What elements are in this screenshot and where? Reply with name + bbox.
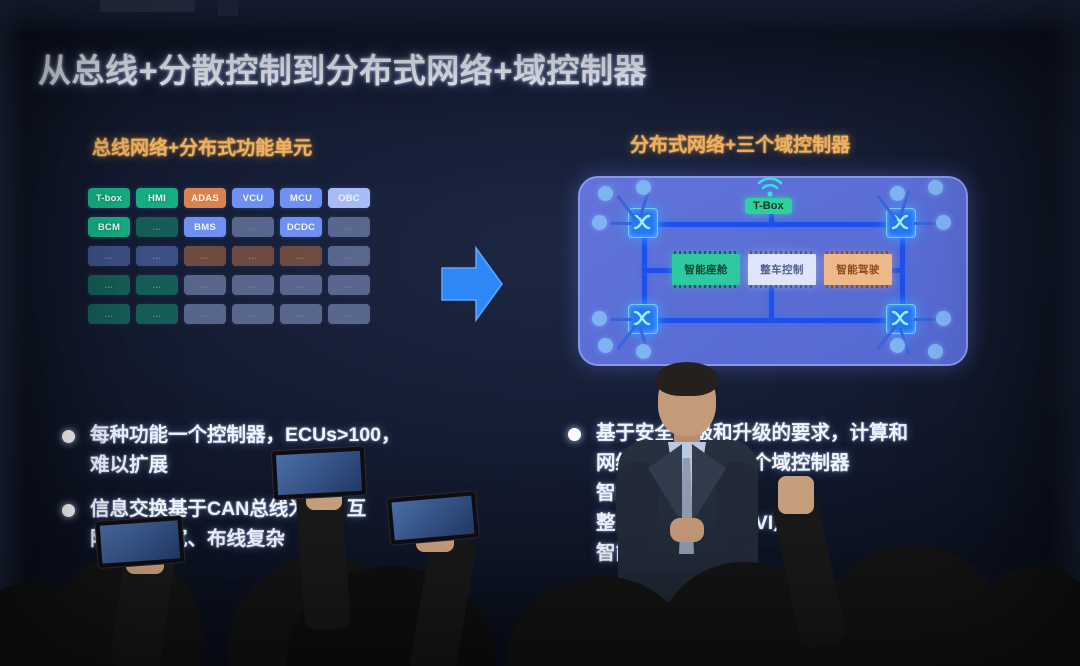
- speaker-hair: [656, 362, 718, 396]
- ecu-cell-placeholder[interactable]: …: [328, 217, 370, 237]
- tbox-gateway[interactable]: T-Box: [745, 198, 792, 214]
- bullet-line: 阵，低带宽、布线复杂: [90, 528, 286, 550]
- endpoint-node: [636, 344, 651, 359]
- ecu-cell-placeholder[interactable]: …: [280, 246, 322, 266]
- ecu-cell-placeholder[interactable]: …: [232, 217, 274, 237]
- wifi-icon: [756, 176, 784, 203]
- right-section-title: 分布式网络+三个域控制器: [630, 135, 851, 156]
- huawei-flower-logo: [862, 606, 914, 650]
- ecu-grid-row: … … … … … …: [88, 275, 370, 295]
- ecu-cell-vcu[interactable]: VCU: [232, 188, 274, 208]
- bullet-line: 信息交换基于CAN总线为主，互: [90, 498, 367, 520]
- endpoint-node: [598, 186, 613, 201]
- ecu-cell-placeholder[interactable]: …: [280, 304, 322, 324]
- ecu-cell-placeholder[interactable]: …: [136, 246, 178, 266]
- ecu-cell-bcm[interactable]: BCM: [88, 217, 130, 237]
- domain-controller-driving[interactable]: 智能驾驶: [824, 251, 892, 288]
- ecu-cell-hmi[interactable]: HMI: [136, 188, 178, 208]
- vcu-down-link: [769, 286, 774, 320]
- brand-wordmark: HU: [920, 616, 963, 646]
- speaker-left-arm: [616, 462, 658, 548]
- ceiling-bar: [100, 0, 195, 12]
- list-item: 每种功能一个控制器，ECUs>100， 难以扩展: [62, 420, 462, 480]
- backbone-link-bottom: [642, 318, 904, 323]
- ecu-cell-bms[interactable]: BMS: [184, 217, 226, 237]
- ecu-cell-placeholder[interactable]: …: [136, 304, 178, 324]
- domain-controller-cockpit[interactable]: 智能座舱: [672, 251, 740, 288]
- ecu-grid-row: … … … … … …: [88, 246, 370, 266]
- endpoint-node: [936, 215, 951, 230]
- ecu-cell-t-box[interactable]: T-box: [88, 188, 130, 208]
- ecu-cell-dcdc[interactable]: DCDC: [280, 217, 322, 237]
- spoke-line: [616, 324, 638, 351]
- brand-cn-text: 华为云: [862, 590, 911, 604]
- spoke-line: [914, 222, 938, 225]
- domain-controller-driving-label: 智能驾驶: [836, 264, 880, 276]
- cockpit-link: [642, 268, 674, 273]
- ecu-cell-placeholder[interactable]: …: [232, 275, 274, 295]
- endpoint-node: [936, 311, 951, 326]
- speaker-hands: [670, 518, 704, 542]
- endpoint-node: [598, 338, 613, 353]
- screen-left-edge: [0, 0, 26, 666]
- ecu-cell-placeholder[interactable]: …: [280, 275, 322, 295]
- domain-controller-cockpit-label: 智能座舱: [684, 264, 728, 276]
- endpoint-node: [890, 338, 905, 353]
- bullet-line: 每种功能一个控制器，ECUs>100，: [90, 424, 401, 446]
- spoke-line: [914, 318, 938, 321]
- endpoint-node: [636, 180, 651, 195]
- ecu-cell-placeholder[interactable]: …: [88, 304, 130, 324]
- ecu-cell-placeholder[interactable]: …: [184, 246, 226, 266]
- ecu-grid-row: BCM … BMS … DCDC …: [88, 217, 370, 237]
- left-section-title: 总线网络+分布式功能单元: [92, 138, 313, 159]
- slide-title: 从总线+分散控制到分布式网络+域控制器: [38, 52, 648, 89]
- ecu-cell-placeholder[interactable]: …: [184, 304, 226, 324]
- ecu-cell-placeholder[interactable]: …: [184, 275, 226, 295]
- speaker-person: [612, 362, 782, 666]
- ecu-cell-placeholder[interactable]: …: [328, 275, 370, 295]
- ecu-grid-row: … … … … … …: [88, 304, 370, 324]
- ecu-cell-placeholder[interactable]: …: [88, 246, 130, 266]
- domain-controller-vehicle-label: 整车控制: [760, 264, 804, 276]
- page-number: 9: [8, 592, 16, 608]
- bullet-line: 难以扩展: [90, 454, 169, 476]
- ecu-cell-placeholder[interactable]: …: [232, 304, 274, 324]
- endpoint-node: [928, 180, 943, 195]
- right-arrow-icon: [436, 238, 506, 330]
- ceiling-bar-secondary: [218, 0, 238, 16]
- ecu-cell-obc[interactable]: OBC: [328, 188, 370, 208]
- domain-controller-vehicle[interactable]: 整车控制: [748, 251, 816, 288]
- left-bullet-list: 每种功能一个控制器，ECUs>100， 难以扩展 信息交换基于CAN总线为主，互…: [62, 420, 462, 568]
- ecu-cell-placeholder[interactable]: …: [136, 217, 178, 237]
- endpoint-node: [592, 311, 607, 326]
- ecu-cell-placeholder[interactable]: …: [328, 304, 370, 324]
- endpoint-node: [890, 186, 905, 201]
- ecu-cell-adas[interactable]: ADAS: [184, 188, 226, 208]
- endpoint-node: [592, 215, 607, 230]
- list-item: 信息交换基于CAN总线为主，互 阵，低带宽、布线复杂: [62, 494, 462, 554]
- endpoint-node: [928, 344, 943, 359]
- screen-right-edge: [1050, 0, 1080, 666]
- ecu-cell-placeholder[interactable]: …: [88, 275, 130, 295]
- ecu-grid-row: T-box HMI ADAS VCU MCU OBC: [88, 188, 370, 208]
- network-diagram-panel: T-Box: [578, 176, 968, 366]
- spoke-line: [610, 318, 632, 321]
- spoke-line: [610, 222, 632, 225]
- ecu-cell-placeholder[interactable]: …: [232, 246, 274, 266]
- ecu-cell-placeholder[interactable]: …: [136, 275, 178, 295]
- speaker-right-arm: [716, 462, 758, 548]
- ecu-cell-placeholder[interactable]: …: [328, 246, 370, 266]
- ecu-cell-mcu[interactable]: MCU: [280, 188, 322, 208]
